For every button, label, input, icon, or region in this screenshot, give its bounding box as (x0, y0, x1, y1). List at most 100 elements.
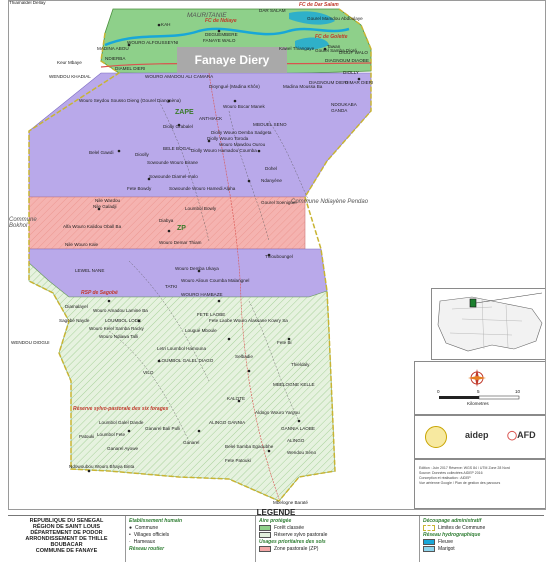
legend-hydro-title: Réseau hydrographique (423, 532, 481, 538)
legend-item-fleuve: Fleuve (423, 539, 541, 545)
village-label: LEWEL NANE (75, 268, 105, 273)
legend-usage-title: Usages prioritaires des sols (259, 539, 326, 545)
legend-admin-div-title: Découpage administratif (423, 518, 482, 524)
compass-scale-panel: 0 5 10 Kilometres (414, 361, 545, 415)
legend-human-block: Etablissement humain ●Commune •Villages … (126, 516, 256, 562)
admin-line-5: COMMUNE DE FANAYE (35, 548, 98, 554)
village-label: Mbelogne Baraté (273, 500, 308, 505)
scale-tick-10: 10 (515, 389, 521, 394)
legend-item-foret: Forêt classée (259, 525, 416, 531)
village-label: MADINA ABOU (97, 46, 129, 51)
village-label: Keur Mbaye (57, 60, 82, 65)
lake-2 (295, 37, 329, 50)
village-label: Wouro Kelel Samba Racky (89, 326, 144, 331)
village-label: WENDOU KHADIAL (49, 74, 91, 79)
village-label: Kawel Thiangaye (279, 46, 315, 51)
legend-admin-div-block: Découpage administratif Limites de Commu… (420, 516, 544, 562)
village-label: WOURO HAMBAZE (181, 292, 223, 297)
village-dots (87, 23, 361, 473)
village-label: Diolly Wouro Hamadou Coumba (191, 148, 257, 153)
village-label: Fete Laobe Wouro Alassane Kowry Sa (209, 318, 288, 323)
commune-map (28, 8, 372, 502)
village-label: Thieldaly (291, 362, 310, 367)
village-label: Wouro Alioun Coumba Malangnel (181, 278, 250, 283)
village-label: Ganarel (183, 440, 200, 445)
village-label: Nile Wouro Kale (65, 242, 99, 247)
label-commune-ndiayene: Commune Ndiayène Pendao (291, 199, 369, 205)
village-label: Wouro Bocar Manek (223, 104, 265, 109)
village-label: Thiouboungel (265, 254, 293, 259)
afd-logo: ◯AFD (507, 430, 536, 440)
label-fc-ndiaye: FC de Ndiaye (205, 18, 237, 24)
village-label: DEGUEMBERE (205, 32, 238, 37)
legend-admin-block: REPUBLIQUE DU SENEGAL RÉGION DE SAINT LO… (8, 516, 126, 562)
village-label: Wouro Amadou Lamine Ba (93, 308, 148, 313)
village-label: WOURO ALFOUSSEYNI (127, 40, 179, 45)
scale-tick-5: 5 (477, 389, 480, 394)
village-label: Wouro Demar Thiam (159, 240, 202, 245)
village-label: Belel Samba Egaoubhe (225, 444, 274, 449)
village-label: Sowounde Wouro Hamedi Alpha (169, 186, 236, 191)
village-label: Sowounde Wouro Birane (147, 160, 198, 165)
legend-title: LEGENDE (256, 508, 296, 517)
legend-road-title: Réseau routier (129, 546, 165, 552)
village-label: Diolly Grabalel (163, 124, 193, 129)
village-label: Sagobé Nayde (59, 318, 90, 323)
senegal-inset-map (437, 292, 543, 352)
village-label: Dohel (265, 166, 278, 171)
legend-item-limites: Limites de Commune (423, 525, 541, 531)
village-label: Ganarel Ayowe (107, 446, 139, 451)
village-label: Lougué Mboule (185, 328, 217, 333)
village-label: Fete Patouki (225, 458, 251, 463)
village-label: Fete Bowdy (127, 186, 152, 191)
admin-line-4: ARRONDISSEMENT DE THILLE BOUBACAR (25, 536, 108, 548)
village-label: NDIERBA (105, 56, 126, 61)
legend-human-title: Etablissement humain (129, 518, 183, 524)
inset-location-marker (469, 298, 477, 308)
label-mauritanie: MAURITANIE (187, 12, 227, 19)
village-label: TATKI (165, 284, 178, 289)
label-reserve-six-forages: Réserve sylvo-pastorale des six forages (73, 406, 169, 412)
village-label: Aldogo Wouro Yargou (255, 410, 300, 415)
village-label: DIMAR DIERI (345, 80, 374, 85)
map-frame: Fanaye Diery MAURITANIE Commune Ndiayène… (8, 0, 546, 510)
village-label: BELE BOGAL (163, 146, 192, 151)
village-label: Wendou Séno (287, 450, 317, 455)
legend-item-villages: •Villages officiels (129, 532, 170, 538)
village-label: LOUMBOL LODE (105, 318, 142, 323)
village-label: FETE LAOBE (197, 312, 226, 317)
legend-protected-title: Aire protégée (259, 518, 292, 524)
village-label: Letri Loumbol Hamouna (157, 346, 207, 351)
village-label: Gourel Mamdou Abdoulaye (307, 16, 363, 21)
label-zp: ZP (177, 225, 186, 232)
credits-panel: Edition : Juin 2017 Réserve: WGS 84 / UT… (414, 459, 545, 509)
village-label: ALINGO (287, 438, 305, 443)
village-label: LOUMBOL GALEL DIAGO (159, 358, 214, 363)
village-label: Diamalayel (65, 304, 88, 309)
label-fc-dar-salam: FC de Dar Salam (299, 2, 339, 8)
credit-line-1: Edition : Juin 2017 Réserve: WGS 84 / UT… (419, 466, 510, 470)
locator-inset (431, 288, 545, 360)
aidep-logo: aidep (465, 430, 489, 440)
village-label: Thiamaldel Dellay (9, 0, 46, 5)
agro-zone (28, 72, 372, 198)
village-label: Nile Galadji (93, 204, 117, 209)
village-label: Diabya (159, 218, 174, 223)
village-label: KALOTE (227, 396, 246, 401)
village-label: DAR SALAM (259, 8, 286, 13)
village-label: ANTHIACK (199, 116, 223, 121)
label-commune-bokhol: Commune Bokhol (9, 217, 37, 229)
village-label: MBELOGNE KELLE (273, 382, 315, 387)
label-rsp-sagobe: RSP de Sagobé (81, 290, 118, 296)
village-label: Wouro Seydou Sousso Dieng (Gourel Diangn… (79, 98, 181, 103)
village-label: WENDOU DIOGUI (11, 340, 50, 345)
village-label: NDOUKABA (331, 102, 357, 107)
senegal-emblem-icon (425, 426, 447, 448)
legend-item-zp: Zone pastorale (ZP) (259, 546, 416, 552)
village-label: Diolly Wouro Demba Sadgeta (211, 130, 272, 135)
admin-line-2: RÉGION DE SAINT LOUIS (32, 524, 101, 530)
village-label: ALINGO GANNIA (209, 420, 246, 425)
commune-boundary (28, 8, 372, 502)
village-label: Fete Bi (277, 340, 292, 345)
village-label: Loumbol Bowly (185, 206, 217, 211)
